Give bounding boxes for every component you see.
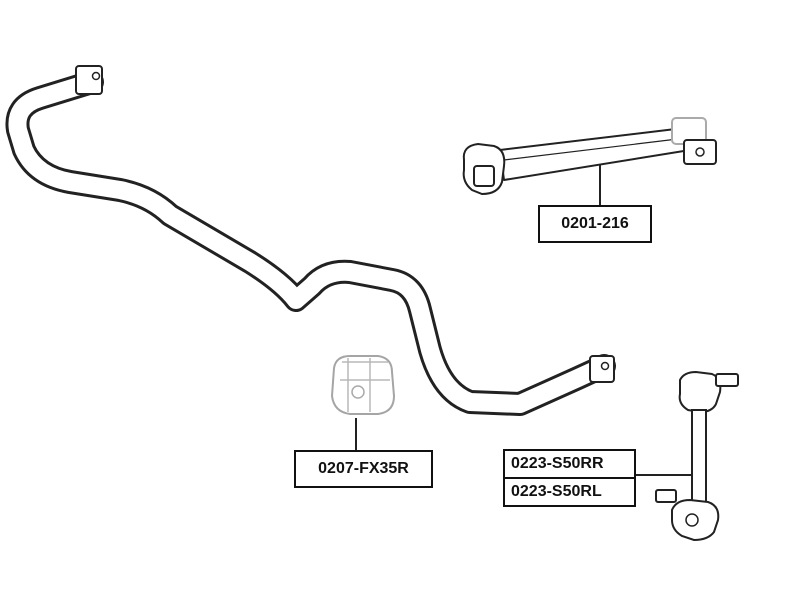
stabilizer-bar — [5, 70, 616, 416]
bar-end-left — [75, 65, 103, 95]
stabilizer-bushing-part — [330, 355, 396, 450]
stabilizer-link-part — [636, 370, 739, 542]
part-number-0207-fx35r: 0207-FX35R — [294, 450, 433, 488]
bar-end-right — [589, 355, 615, 383]
stabilizer-link-bushing-part — [462, 117, 717, 205]
part-number-0223-s50rl: 0223-S50RL — [503, 477, 636, 507]
part-number-0223-s50rr: 0223-S50RR — [503, 449, 636, 479]
part-number-0201-216: 0201-216 — [538, 205, 652, 243]
